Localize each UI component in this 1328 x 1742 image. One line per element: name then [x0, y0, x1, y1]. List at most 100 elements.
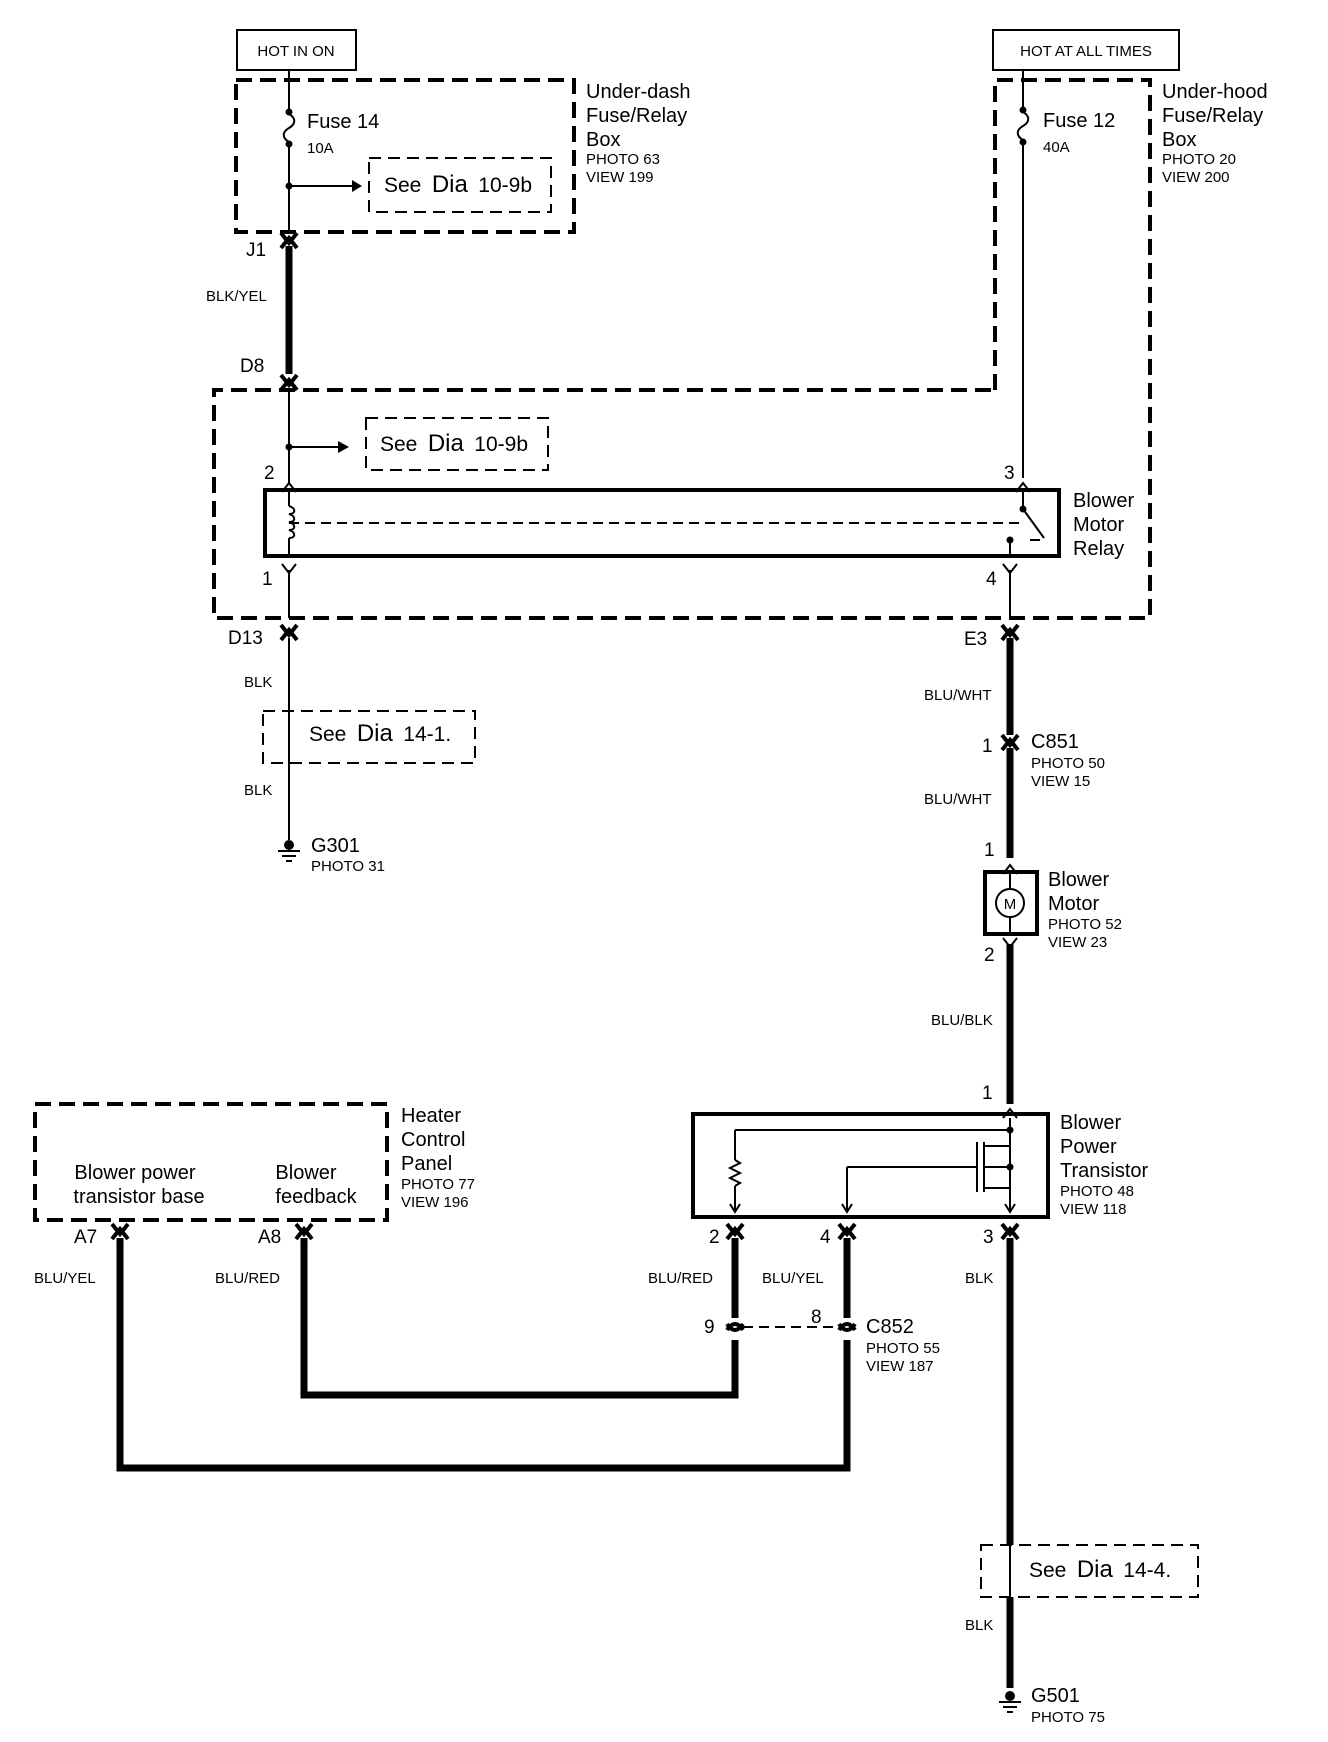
- wire-blu-wht: E3 BLU/WHT: [924, 623, 1020, 735]
- svg-text:Fuse/Relay: Fuse/Relay: [586, 105, 687, 127]
- svg-text:BLK: BLK: [965, 1270, 993, 1287]
- svg-text:VIEW 23: VIEW 23: [1048, 934, 1107, 951]
- svg-text:4: 4: [986, 569, 997, 590]
- connector-c852: 9 8 C852 PHOTO 55 VIEW 187: [704, 1307, 940, 1375]
- wire-blk-g301: D13 BLK See Dia 14-1. BLK G301 PHOTO 31: [228, 623, 476, 875]
- svg-text:D13: D13: [228, 628, 263, 649]
- svg-text:Transistor: Transistor: [1060, 1160, 1149, 1182]
- svg-text:Relay: Relay: [1073, 538, 1124, 560]
- wire-blu-red-run: [300, 1238, 739, 1399]
- svg-text:BLU/YEL: BLU/YEL: [762, 1270, 824, 1287]
- svg-text:PHOTO 63: PHOTO 63: [586, 151, 660, 168]
- wire-blu-wht-2: BLU/WHT: [924, 748, 1014, 858]
- hot-in-on-label: HOT IN ON: [236, 29, 357, 71]
- svg-text:BLU/BLK: BLU/BLK: [931, 1012, 993, 1029]
- svg-text:BLU/WHT: BLU/WHT: [924, 687, 992, 704]
- svg-text:2: 2: [264, 463, 275, 484]
- arrow-right-icon: [338, 441, 349, 453]
- svg-text:BLU/RED: BLU/RED: [215, 1270, 280, 1287]
- see-dia-10-9b-ref-1: See Dia 10-9b: [384, 171, 532, 198]
- svg-text:Heater: Heater: [401, 1105, 461, 1127]
- svg-text:M: M: [1004, 896, 1017, 913]
- ground-icon: [998, 1690, 1022, 1713]
- svg-text:PHOTO 55: PHOTO 55: [866, 1340, 940, 1357]
- svg-text:J1: J1: [246, 240, 266, 261]
- transistor-pins: 2 4 3: [709, 1222, 1020, 1248]
- svg-text:VIEW 199: VIEW 199: [586, 169, 654, 186]
- svg-text:1: 1: [262, 569, 273, 590]
- svg-text:PHOTO 50: PHOTO 50: [1031, 755, 1105, 772]
- svg-text:BLU/YEL: BLU/YEL: [34, 1270, 96, 1287]
- svg-text:A7: A7: [74, 1227, 97, 1248]
- svg-text:Fuse 14: Fuse 14: [307, 111, 379, 133]
- svg-text:C852: C852: [866, 1316, 914, 1338]
- lower-wire-labels: BLU/YEL BLU/RED BLU/RED BLU/YEL BLK: [34, 1270, 993, 1287]
- svg-text:PHOTO 31: PHOTO 31: [311, 858, 385, 875]
- see-dia-14-4-ref: See Dia 14-4.: [1029, 1556, 1171, 1583]
- svg-text:Under-dash: Under-dash: [586, 81, 691, 103]
- svg-text:Blower: Blower: [1073, 490, 1134, 512]
- connector-c851: 1 C851 PHOTO 50 VIEW 15: [982, 731, 1105, 790]
- svg-text:PHOTO 77: PHOTO 77: [401, 1176, 475, 1193]
- svg-text:D8: D8: [240, 356, 264, 377]
- svg-text:VIEW 15: VIEW 15: [1031, 773, 1090, 790]
- svg-text:transistor base: transistor base: [73, 1186, 204, 1208]
- svg-text:1: 1: [982, 736, 993, 757]
- relay-input-branch: See Dia 10-9b 2 3: [264, 388, 1015, 484]
- svg-text:PHOTO 20: PHOTO 20: [1162, 151, 1236, 168]
- svg-text:VIEW 118: VIEW 118: [1060, 1201, 1126, 1218]
- fuse-14-icon: [282, 113, 296, 143]
- svg-text:PHOTO 52: PHOTO 52: [1048, 916, 1122, 933]
- svg-text:feedback: feedback: [275, 1186, 357, 1208]
- svg-text:VIEW 187: VIEW 187: [866, 1358, 934, 1375]
- relay-outputs: 1 4: [262, 563, 1018, 618]
- svg-text:9: 9: [704, 1317, 715, 1338]
- hot-at-all-times-label: HOT AT ALL TIMES: [992, 29, 1180, 71]
- blower-motor-relay: Blower Motor Relay: [263, 482, 1134, 560]
- fuse-12: Fuse 12 40A: [1016, 70, 1115, 478]
- wire-blk-yel: J1 BLK/YEL D8: [206, 231, 299, 392]
- wire-blu-blk: BLU/BLK: [931, 944, 1014, 1104]
- svg-text:2: 2: [984, 945, 995, 966]
- svg-text:Control: Control: [401, 1129, 465, 1151]
- svg-text:Power: Power: [1060, 1136, 1117, 1158]
- svg-text:VIEW 196: VIEW 196: [401, 1194, 469, 1211]
- svg-text:1: 1: [984, 840, 995, 861]
- under-hood-fuse-relay-box: [212, 78, 1152, 620]
- svg-text:Box: Box: [1162, 129, 1196, 151]
- blower-motor: 1 M Blower Motor PHOTO 52 VIEW 23 2: [983, 840, 1122, 966]
- fuse-12-icon: [1016, 111, 1030, 141]
- svg-text:Blower power: Blower power: [74, 1162, 196, 1184]
- svg-text:BLK: BLK: [965, 1617, 993, 1634]
- svg-text:Blower: Blower: [1060, 1112, 1121, 1134]
- resistor-icon: [727, 1159, 743, 1187]
- arrow-right-icon: [352, 180, 362, 192]
- blower-power-transistor: 1 Blower Power Transistor PHOTO 48 VIEW …: [691, 1083, 1149, 1219]
- ground-icon: [277, 839, 301, 862]
- svg-text:BLK: BLK: [244, 674, 272, 691]
- svg-text:BLU/WHT: BLU/WHT: [924, 791, 992, 808]
- svg-text:G301: G301: [311, 835, 360, 857]
- svg-text:40A: 40A: [1043, 139, 1070, 156]
- svg-text:2: 2: [709, 1227, 720, 1248]
- svg-text:1: 1: [982, 1083, 993, 1104]
- svg-text:C851: C851: [1031, 731, 1079, 753]
- svg-text:BLU/RED: BLU/RED: [648, 1270, 713, 1287]
- svg-text:BLK/YEL: BLK/YEL: [206, 288, 267, 305]
- svg-text:HOT AT ALL TIMES: HOT AT ALL TIMES: [1020, 43, 1152, 60]
- svg-text:G501: G501: [1031, 1685, 1080, 1707]
- heater-control-panel: Heater Control Panel PHOTO 77 VIEW 196 B…: [33, 1102, 475, 1222]
- wire-blu-yel-run: [116, 1238, 851, 1472]
- svg-text:Under-hood: Under-hood: [1162, 81, 1268, 103]
- svg-text:Fuse/Relay: Fuse/Relay: [1162, 105, 1263, 127]
- see-dia-14-1-ref: See Dia 14-1.: [309, 720, 451, 747]
- svg-text:Motor: Motor: [1048, 893, 1099, 915]
- wire-blk-g501: See Dia 14-4. BLK G501 PHOTO 75: [965, 1238, 1199, 1726]
- svg-text:Blower: Blower: [275, 1162, 336, 1184]
- svg-text:BLK: BLK: [244, 782, 272, 799]
- svg-text:3: 3: [983, 1227, 994, 1248]
- heater-panel-pins: A7 A8: [74, 1222, 314, 1248]
- see-dia-10-9b-ref-2: See Dia 10-9b: [380, 430, 528, 457]
- svg-text:PHOTO 48: PHOTO 48: [1060, 1183, 1134, 1200]
